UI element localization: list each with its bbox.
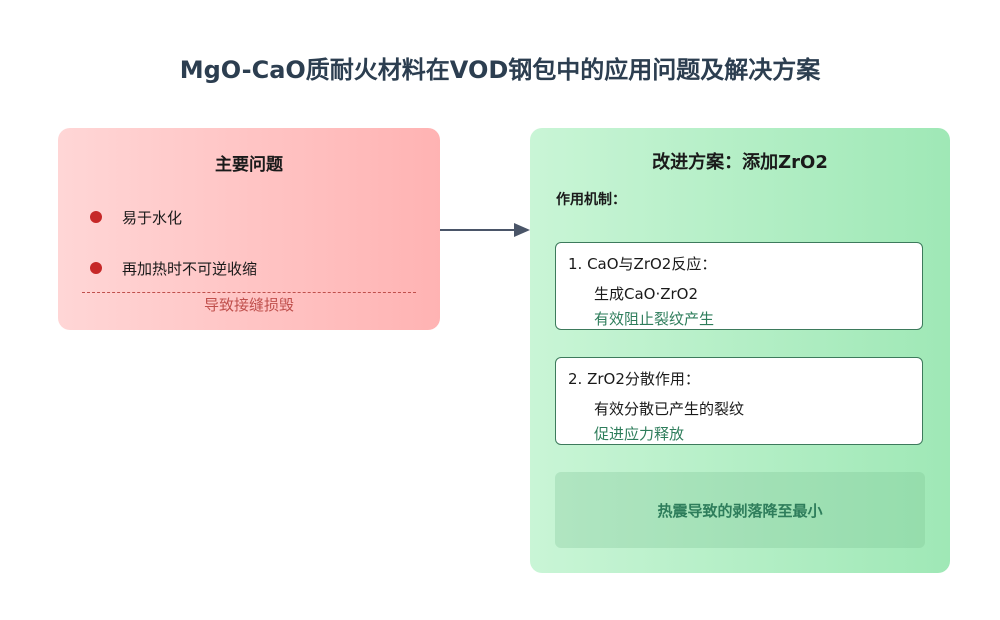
arrow-right-icon [440, 223, 530, 237]
bullet-dot-icon [90, 262, 102, 274]
mechanism-detail: 有效分散已产生的裂纹 [594, 400, 745, 418]
mechanism-heading: 2. ZrO2分散作用： [568, 370, 700, 388]
dashed-divider [82, 292, 416, 293]
problems-panel: 主要问题 易于水化 再加热时不可逆收缩 导致接缝损毁 [58, 128, 440, 330]
mechanism-heading: 1. CaO与ZrO2反应： [568, 255, 717, 273]
problem-item: 再加热时不可逆收缩 [90, 257, 257, 279]
problem-item-label: 易于水化 [122, 208, 183, 227]
solution-panel: 改进方案：添加ZrO2 作用机制： 1. CaO与ZrO2反应： 生成CaO·Z… [530, 128, 950, 573]
problem-consequence: 导致接缝损毁 [203, 296, 294, 314]
mechanism-label: 作用机制： [556, 192, 626, 208]
problem-item-label: 再加热时不可逆收缩 [122, 259, 258, 278]
mechanism-effect: 促进应力释放 [594, 425, 685, 443]
mechanism-card-2: 2. ZrO2分散作用： 有效分散已产生的裂纹 促进应力释放 [555, 357, 923, 445]
mechanism-card-1: 1. CaO与ZrO2反应： 生成CaO·ZrO2 有效阻止裂纹产生 [555, 242, 923, 330]
mechanism-detail: 生成CaO·ZrO2 [594, 285, 699, 303]
problems-heading: 主要问题 [215, 155, 283, 175]
mechanism-effect: 有效阻止裂纹产生 [594, 310, 715, 328]
bullet-dot-icon [90, 211, 102, 223]
page-title: MgO-CaO质耐火材料在VOD钢包中的应用问题及解决方案 [179, 56, 821, 84]
solution-heading: 改进方案：添加ZrO2 [652, 152, 828, 173]
result-box: 热震导致的剥落降至最小 [555, 472, 925, 548]
problem-item: 易于水化 [90, 206, 182, 228]
result-text: 热震导致的剥落降至最小 [657, 501, 823, 520]
